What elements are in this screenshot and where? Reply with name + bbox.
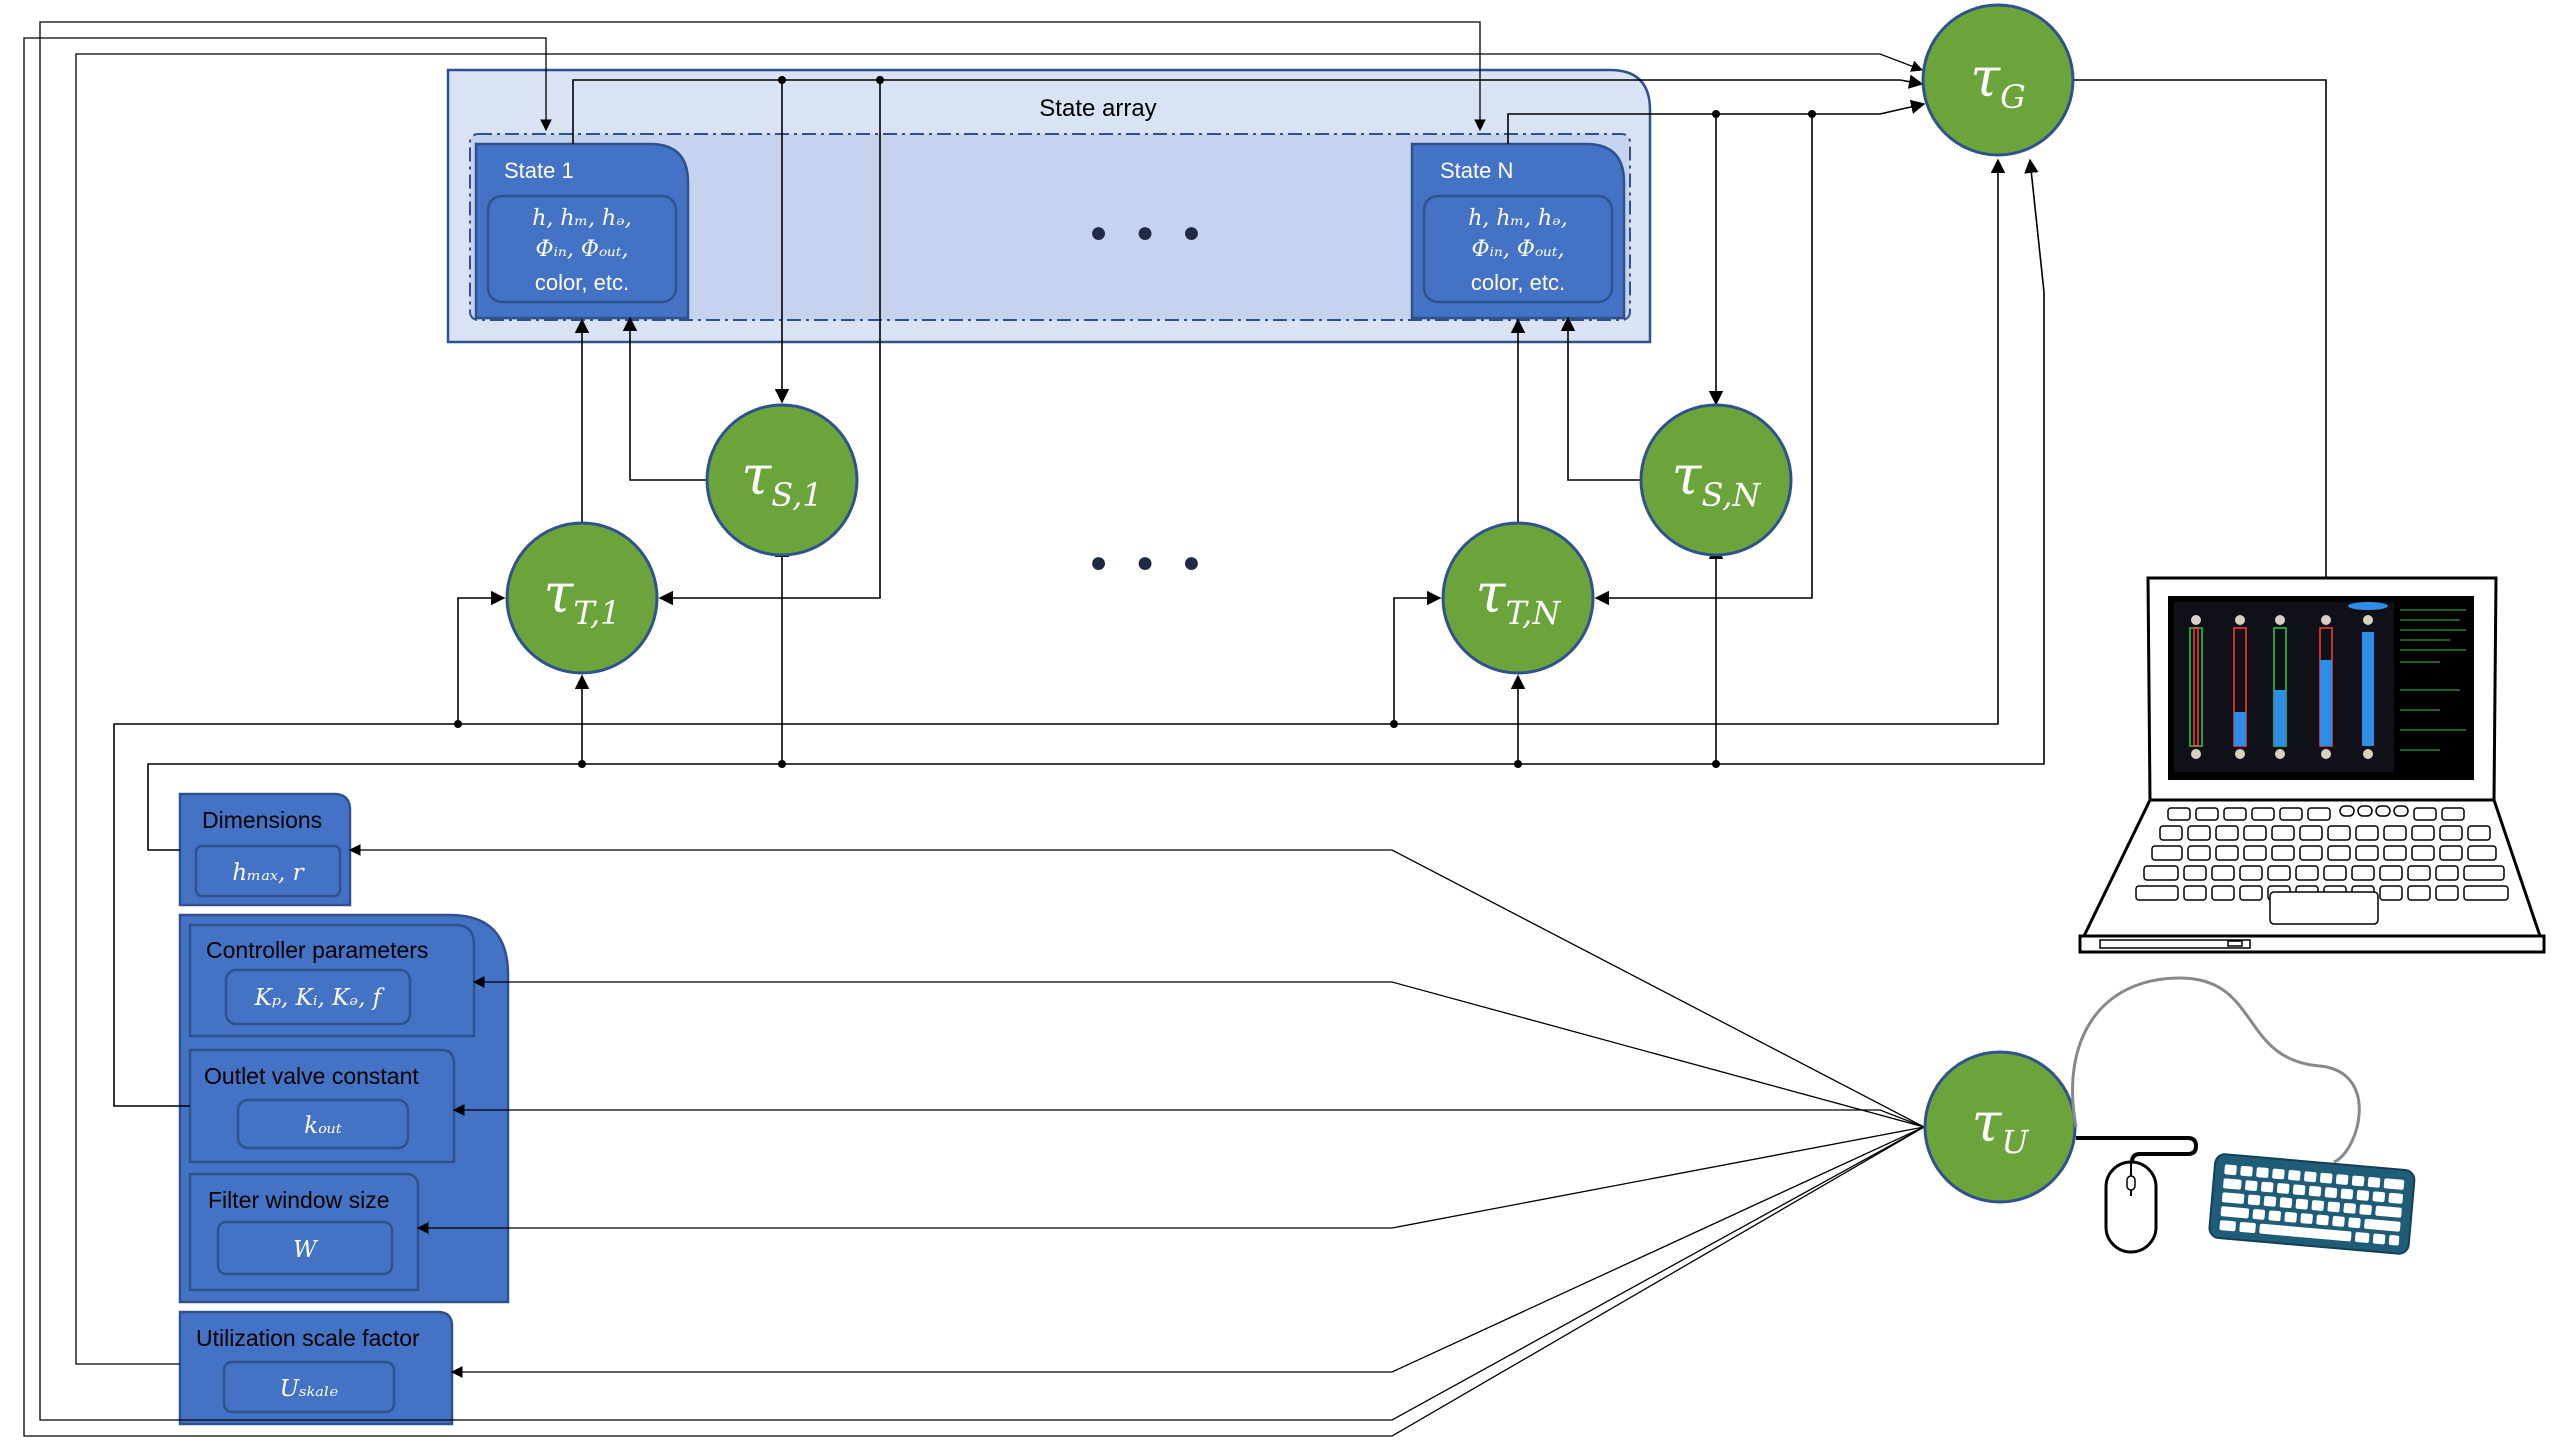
state-array-ellipsis: ● ● ● [1089,216,1210,249]
middle-ellipsis: ● ● ● [1089,546,1210,579]
state-array-title: State array [1039,95,1156,122]
tau-tn-symbol: τ [1476,562,1507,625]
tau-g-symbol: τ [1970,46,2001,109]
tau-sn-symbol: τ [1672,444,1703,507]
dimensions-box: Dimensions hₘₐₓ, r [178,792,352,907]
tau-s1-node: τS,1 [705,403,859,557]
tau-s1-symbol: τ [741,444,772,507]
controller-parameters-box: Controller parameters Kₚ, Kᵢ, Kₔ, f [188,923,476,1038]
tau-tn-node: τT,N [1441,521,1595,675]
state-1-line2: Φᵢₙ, Φₒᵤₜ, [535,237,628,262]
tau-t1-sub: T,1 [573,594,620,632]
dimensions-title: Dimensions [202,807,322,833]
svg-text:τU: τU [1972,1091,2030,1161]
filter-title: Filter window size [208,1187,390,1213]
filter-window-box: Filter window size W [188,1172,420,1292]
tau-g-node: τG [1921,3,2075,157]
svg-text:τS,N: τS,N [1672,444,1762,514]
keyboard-icon [2071,976,2416,1255]
state-1-title: State 1 [504,158,574,183]
mouse-icon [2076,1136,2199,1254]
state-array: State array ● ● ● [446,68,1652,344]
tau-u-sub: U [2001,1123,2029,1161]
outlet-title: Outlet valve constant [204,1063,419,1089]
controller-title: Controller parameters [206,937,428,963]
tau-sn-node: τS,N [1639,403,1793,557]
filter-value: W [293,1237,319,1263]
state-1-line1: h, hₘ, hₔ, [532,206,631,231]
tau-t1-node: τT,1 [505,521,659,675]
state-n-line3: color, etc. [1471,270,1565,295]
svg-text:τT,1: τT,1 [543,562,620,632]
state-1-line3: color, etc. [535,270,629,295]
tau-u-symbol: τ [1972,1091,2003,1154]
outlet-value: kₒᵤₜ [304,1113,342,1139]
svg-text:τS,1: τS,1 [741,444,822,514]
tau-tn-sub: T,N [1506,594,1562,632]
tau-s1-sub: S,1 [771,476,822,514]
svg-text:τT,N: τT,N [1476,562,1562,632]
connection-wires [23,21,2334,1437]
laptop-icon [2078,576,2546,954]
dimensions-value: hₘₐₓ, r [232,860,305,886]
utilization-box: Utilization scale factor Uₛₖₐₗₑ [178,1310,454,1426]
tau-u-node: τU [1923,1050,2077,1204]
state-n-title: State N [1440,158,1513,183]
tau-g-sub: G [2000,78,2026,116]
state-n-line1: h, hₘ, hₔ, [1468,206,1567,231]
state-n-line2: Φᵢₙ, Φₒᵤₜ, [1471,237,1564,262]
state-n-box: State N h, hₘ, hₔ, Φᵢₙ, Φₒᵤₜ, color, etc… [1410,142,1626,320]
outlet-valve-box: Outlet valve constant kₒᵤₜ [188,1048,456,1164]
svg-text:τG: τG [1970,46,2025,116]
tau-t1-symbol: τ [543,562,574,625]
tau-sn-sub: S,N [1701,476,1761,514]
state-1-box: State 1 h, hₘ, hₔ, Φᵢₙ, Φₒᵤₜ, color, etc… [474,142,690,320]
utilization-value: Uₛₖₐₗₑ [280,1376,339,1402]
controller-value: Kₚ, Kᵢ, Kₔ, f [254,985,385,1011]
utilization-title: Utilization scale factor [196,1325,420,1351]
